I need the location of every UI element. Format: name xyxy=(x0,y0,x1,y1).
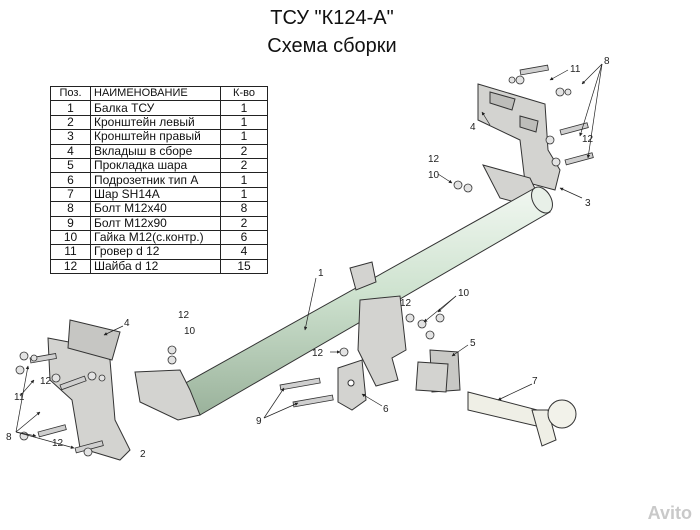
callout-12c: 12 xyxy=(178,310,190,321)
callout-12b: 12 xyxy=(582,134,594,145)
callout-1: 1 xyxy=(318,268,324,279)
nuts-washers xyxy=(15,75,572,457)
callout-10: 10 xyxy=(428,170,440,181)
row-pos: 12 xyxy=(50,258,91,275)
bolts xyxy=(29,64,594,454)
callout-2: 2 xyxy=(140,449,146,460)
callout-3: 3 xyxy=(585,198,591,209)
row-name: Прокладка шара xyxy=(90,157,221,174)
callout-9: 9 xyxy=(256,416,262,427)
callout-8: 8 xyxy=(604,56,610,67)
callout-8b: 8 xyxy=(6,432,12,443)
callout-12g: 12 xyxy=(400,298,412,309)
row-qty: 15 xyxy=(220,258,268,275)
diagram-subtitle: Схема сборки xyxy=(267,35,397,57)
diagram-title: ТСУ "К124-А" xyxy=(270,7,394,29)
row-name: Болт М12х40 xyxy=(90,201,221,217)
callout-11b: 11 xyxy=(14,392,25,403)
socket-holder xyxy=(337,359,367,411)
callout-6: 6 xyxy=(383,404,389,415)
callout-10b: 10 xyxy=(184,326,196,337)
left-bracket xyxy=(47,319,131,461)
tow-ball xyxy=(467,391,577,447)
callout-4: 4 xyxy=(470,122,476,133)
callout-11: 11 xyxy=(570,64,581,75)
callout-4b: 4 xyxy=(124,318,130,329)
callout-12: 12 xyxy=(428,154,440,165)
row-name: Шайба d 12 xyxy=(90,258,221,275)
callout-12d: 12 xyxy=(312,348,324,359)
leader-lines xyxy=(15,63,603,449)
callout-10c: 10 xyxy=(458,288,470,299)
callout-12e: 12 xyxy=(40,376,52,387)
callout-12f: 12 xyxy=(52,438,64,449)
callout-7: 7 xyxy=(532,376,538,387)
ball-mount-plate xyxy=(357,295,461,393)
row-name: Кронштейн правый xyxy=(90,129,221,145)
right-bracket xyxy=(477,83,561,211)
row-name: Шар SH14A xyxy=(90,186,221,203)
row-name: Кронштейн левый xyxy=(90,114,221,131)
callout-5: 5 xyxy=(470,338,476,349)
watermark-logo: Avito xyxy=(647,503,692,523)
